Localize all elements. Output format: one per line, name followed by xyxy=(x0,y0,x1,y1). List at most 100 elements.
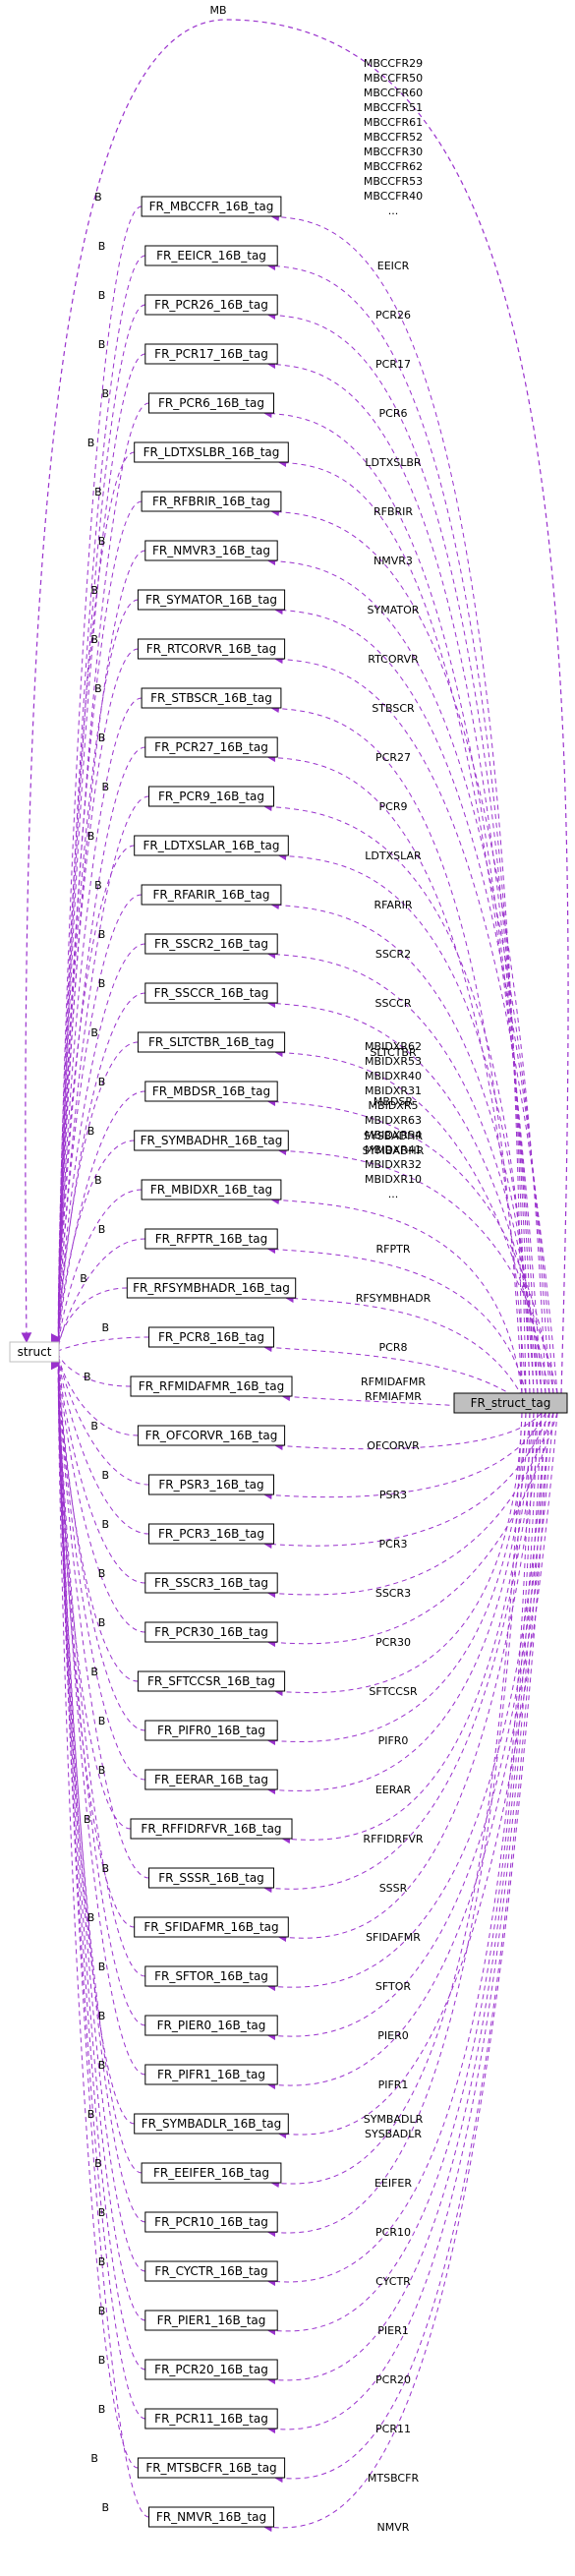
edge-label-b: B xyxy=(90,633,98,646)
node-label-fr-pifr0-16b-tag: FR_PIFR0_16B_tag xyxy=(157,1724,265,1737)
field-label-more: ... xyxy=(388,205,399,217)
edge-label-b: B xyxy=(98,1567,106,1580)
node-label-fr-eeicr-16b-tag: FR_EEICR_16B_tag xyxy=(156,249,266,263)
edge-label-b: B xyxy=(98,2305,106,2317)
field-label-sfidafmr: SFIDAFMR xyxy=(366,1931,421,1944)
node-fr-eeicr-16b-tag[interactable] xyxy=(144,245,278,266)
node-fr-pcr9-16b-tag[interactable] xyxy=(148,786,274,807)
node-fr-rfsymbhadr-16b-tag[interactable] xyxy=(126,1277,297,1299)
edge-label-b: B xyxy=(98,928,106,941)
edge-target-fr-rffidrfvr-16b-tag xyxy=(281,1412,535,1844)
field-label-ofcorvr: OFCORVR xyxy=(367,1439,420,1452)
edge-target-fr-mbdsr-16b-tag xyxy=(266,1097,554,1394)
node-label-fr-sssr-16b-tag: FR_SSSR_16B_tag xyxy=(158,1871,264,1885)
node-fr-eerar-16b-tag[interactable] xyxy=(144,1769,278,1790)
node-fr-pcr11-16b-tag[interactable] xyxy=(144,2408,278,2430)
node-fr-rtcorvr-16b-tag[interactable] xyxy=(137,638,286,660)
node-fr-mbdsr-16b-tag[interactable] xyxy=(144,1081,278,1102)
node-fr-ssccr-16b-tag[interactable] xyxy=(144,982,278,1004)
field-label-pcr11: PCR11 xyxy=(375,2423,411,2435)
node-fr-pcr26-16b-tag[interactable] xyxy=(144,294,278,316)
node-label-fr-nmvr-16b-tag: FR_NMVR_16B_tag xyxy=(156,2510,266,2524)
node-fr-ofcorvr-16b-tag[interactable] xyxy=(137,1425,286,1446)
node-fr-nmvr3-16b-tag[interactable] xyxy=(144,540,278,561)
node-fr-pcr3-16b-tag[interactable] xyxy=(148,1523,274,1545)
field-label-sftor: SFTOR xyxy=(375,1980,411,1993)
node-fr-pcr6-16b-tag[interactable] xyxy=(148,392,274,414)
node-fr-psr3-16b-tag[interactable] xyxy=(148,1474,274,1495)
node-fr-sltctbr-16b-tag[interactable] xyxy=(137,1031,286,1053)
node-fr-pifr1-16b-tag[interactable] xyxy=(144,2064,278,2085)
edge-struct-fr-rfmidafmr-16b-tag xyxy=(50,1347,132,1387)
edge-target-fr-pcr17-16b-tag xyxy=(266,360,535,1394)
node-fr-symbadhr-16b-tag[interactable] xyxy=(134,1130,289,1151)
edge-struct-fr-ofcorvr-16b-tag xyxy=(50,1348,139,1436)
node-fr-pcr8-16b-tag[interactable] xyxy=(148,1326,274,1348)
node-fr-pifr0-16b-tag[interactable] xyxy=(144,1720,278,1741)
node-fr-sscr2-16b-tag[interactable] xyxy=(144,933,278,955)
field-label-eeicr: EEICR xyxy=(377,260,410,272)
node-label-fr-pier1-16b-tag: FR_PIER1_16B_tag xyxy=(157,2313,266,2327)
field-label-sftccsr: SFTCCSR xyxy=(369,1685,418,1698)
node-fr-symator-16b-tag[interactable] xyxy=(137,589,286,611)
edge-label-b: B xyxy=(102,2501,110,2514)
edge-target-fr-pcr10-16b-tag xyxy=(266,1412,527,2238)
node-fr-mbidxr-16b-tag[interactable] xyxy=(141,1179,282,1200)
field-label-sysbadhr: SYSBADHR xyxy=(364,1130,423,1142)
struct-node-box[interactable] xyxy=(9,1341,60,1363)
node-fr-rfarir-16b-tag[interactable] xyxy=(141,884,282,906)
edge-label-b: B xyxy=(90,1420,98,1433)
node-fr-pcr17-16b-tag[interactable] xyxy=(144,343,278,365)
node-fr-mtsbcfr-16b-tag[interactable] xyxy=(137,2457,286,2479)
field-label-pcr27: PCR27 xyxy=(375,751,411,764)
edge-struct-fr-rtcorvr-16b-tag xyxy=(50,648,139,1347)
edge-target-fr-eerar-16b-tag xyxy=(266,1412,531,1795)
edge-label-b: B xyxy=(98,2059,106,2072)
edge-target-fr-pcr11-16b-tag xyxy=(266,1412,543,2434)
field-label-nmvr3: NMVR3 xyxy=(374,555,413,567)
field-label-pcr30: PCR30 xyxy=(375,1636,411,1649)
node-fr-rfmidafmr-16b-tag[interactable] xyxy=(130,1376,293,1397)
node-fr-pcr27-16b-tag[interactable] xyxy=(144,736,278,758)
node-fr-mbccfr-16b-tag[interactable] xyxy=(141,196,282,217)
node-label-fr-mbccfr-16b-tag: FR_MBCCFR_16B_tag xyxy=(149,200,274,213)
edge-label-b: B xyxy=(98,2403,106,2416)
node-fr-sscr3-16b-tag[interactable] xyxy=(144,1572,278,1594)
edge-label-b: B xyxy=(98,2206,106,2219)
node-label-fr-rffidrfvr-16b-tag: FR_RFFIDRFVR_16B_tag xyxy=(141,1822,281,1836)
edge-label-b: B xyxy=(98,977,106,990)
node-label-fr-pier0-16b-tag: FR_PIER0_16B_tag xyxy=(157,2019,266,2032)
edge-label-b: B xyxy=(84,1371,91,1383)
edge-layer xyxy=(21,19,569,2533)
node-label-fr-pcr30-16b-tag: FR_PCR30_16B_tag xyxy=(154,1625,268,1639)
field-label-mbccfr51: MBCCFR51 xyxy=(364,101,423,114)
node-fr-sftccsr-16b-tag[interactable] xyxy=(137,1670,286,1692)
node-fr-pcr10-16b-tag[interactable] xyxy=(144,2211,278,2233)
node-label-fr-symbadhr-16b-tag: FR_SYMBADHR_16B_tag xyxy=(141,1134,283,1147)
node-fr-sftor-16b-tag[interactable] xyxy=(144,1965,278,1987)
field-label-rfsymbhadr: RFSYMBHADR xyxy=(356,1292,431,1305)
node-fr-rffidrfvr-16b-tag[interactable] xyxy=(130,1818,293,1840)
node-fr-rfptr-16b-tag[interactable] xyxy=(144,1228,278,1250)
field-label-mtsbcfr: MTSBCFR xyxy=(368,2472,420,2485)
node-fr-pcr30-16b-tag[interactable] xyxy=(144,1621,278,1643)
node-fr-rfbrir-16b-tag[interactable] xyxy=(141,491,282,512)
node-label-fr-pcr17-16b-tag: FR_PCR17_16B_tag xyxy=(154,347,268,361)
node-fr-pcr20-16b-tag[interactable] xyxy=(144,2359,278,2380)
target-node-box[interactable] xyxy=(453,1392,568,1414)
field-label-pcr20: PCR20 xyxy=(375,2373,411,2386)
node-fr-pier1-16b-tag[interactable] xyxy=(144,2310,278,2331)
node-fr-ldtxslbr-16b-tag[interactable] xyxy=(134,441,289,463)
node-fr-eeifer-16b-tag[interactable] xyxy=(141,2162,282,2184)
node-fr-symbadlr-16b-tag[interactable] xyxy=(134,2113,289,2135)
node-fr-sfidafmr-16b-tag[interactable] xyxy=(134,1916,289,1938)
node-fr-ldtxslar-16b-tag[interactable] xyxy=(134,835,289,856)
edge-label-b: B xyxy=(94,2157,102,2170)
node-fr-nmvr-16b-tag[interactable] xyxy=(148,2506,274,2528)
node-fr-sssr-16b-tag[interactable] xyxy=(148,1867,274,1889)
node-fr-stbscr-16b-tag[interactable] xyxy=(141,687,282,709)
node-fr-pier0-16b-tag[interactable] xyxy=(144,2015,278,2036)
edge-label-b: B xyxy=(98,1764,106,1777)
node-fr-cyctr-16b-tag[interactable] xyxy=(144,2260,278,2282)
edge-target-fr-sssr-16b-tag xyxy=(262,1412,539,1894)
